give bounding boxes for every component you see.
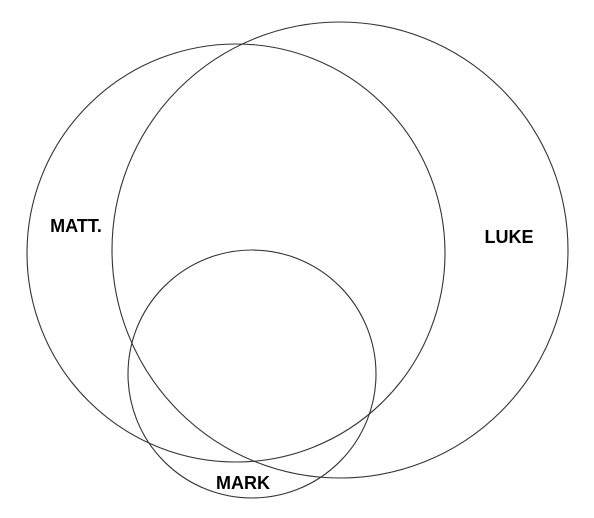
label-matt: MATT. (50, 216, 102, 236)
circle-mark (127, 249, 377, 499)
circle-luke (111, 21, 569, 479)
label-luke: LUKE (485, 227, 534, 247)
circle-matt (26, 43, 446, 463)
label-mark: MARK (216, 473, 270, 493)
